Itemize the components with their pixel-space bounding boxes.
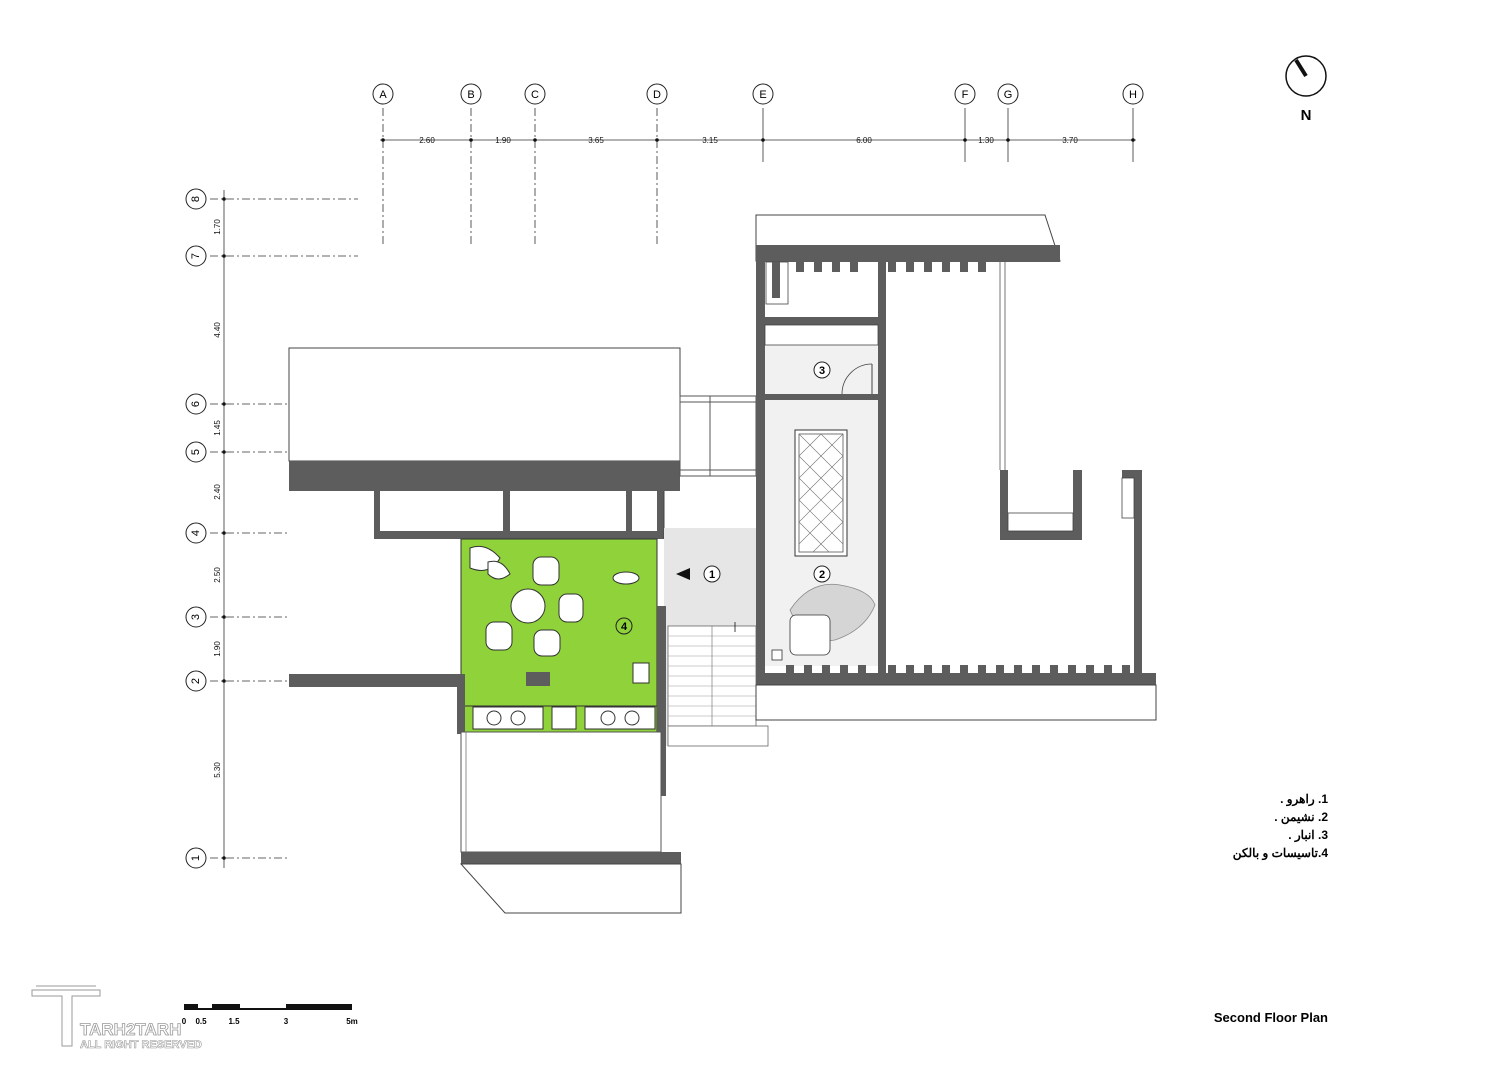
entry-arrow-icon	[676, 568, 690, 580]
room-number-4: 4	[621, 621, 628, 633]
sofa	[789, 614, 831, 656]
ac-unit-left	[472, 706, 544, 730]
watermark-line-1: TARH2TARH	[80, 1020, 181, 1039]
plan-title: Second Floor Plan	[1214, 1010, 1328, 1025]
column-label-c: C	[531, 89, 539, 101]
col-dim-3: 3.65	[588, 136, 604, 145]
storage-room	[764, 261, 879, 400]
row-label-3: 3	[190, 614, 202, 620]
lower-terrace	[459, 731, 682, 914]
row-dim-4: 2.40	[213, 484, 222, 500]
row-dim-2: 4.40	[213, 322, 222, 338]
scale-label-15: 1.5	[228, 1017, 240, 1026]
legend-item-4: 4.تاسیسات و بالکن	[1233, 846, 1329, 861]
row-bubbles: 8 7 6 5 4 3 2 1	[185, 188, 207, 869]
row-dim-6: 1.90	[213, 641, 222, 657]
armchair	[485, 621, 513, 651]
north-arrow: N	[1285, 55, 1327, 124]
col-dim-6: 1.30	[978, 136, 994, 145]
column-label-e: E	[759, 89, 766, 101]
scale-label-5m: 5m	[346, 1017, 358, 1026]
col-dim-1: 2.60	[419, 136, 435, 145]
armchair	[532, 556, 560, 586]
watermark-line-2: ALL RIGHT RESERVED	[80, 1039, 202, 1051]
column-dimensions: 2.60 1.90 3.65 3.15 6.00 1.30 3.70	[419, 136, 1078, 145]
row-label-4: 4	[190, 530, 202, 536]
row-label-5: 5	[190, 449, 202, 455]
armchair	[533, 629, 561, 657]
row-dimensions: 1.70 4.40 1.45 2.40 2.50 1.90 5.30	[213, 219, 222, 778]
row-label-7: 7	[190, 253, 202, 259]
col-dim-2: 1.90	[495, 136, 511, 145]
column-label-d: D	[653, 89, 661, 101]
heater-icon	[632, 662, 650, 684]
armchair	[558, 593, 584, 623]
column-grid	[380, 108, 1136, 245]
plant-icon	[487, 560, 511, 580]
column-bubbles: A B C D E F G H	[372, 83, 1144, 105]
row-grid	[210, 190, 358, 868]
balcony-walls	[289, 606, 666, 796]
bench	[526, 672, 550, 686]
plant-pot	[612, 571, 640, 585]
room-markers: 1 2 3 4	[615, 361, 831, 635]
column-label-g: G	[1004, 89, 1013, 101]
rug	[794, 429, 848, 557]
living-room	[765, 400, 878, 666]
balcony-furniture	[469, 545, 656, 730]
scale-label-0: 0	[182, 1017, 187, 1026]
room-number-3: 3	[819, 365, 825, 377]
room-number-1: 1	[709, 569, 715, 581]
scale-label-3: 3	[284, 1017, 289, 1026]
col-dim-4: 3.15	[702, 136, 718, 145]
legend-item-2: 2. نشیمن .	[1274, 810, 1328, 825]
heater-icon	[551, 706, 577, 730]
row-dim-7: 5.30	[213, 762, 222, 778]
column-teeth	[786, 262, 1130, 675]
column-label-h: H	[1129, 89, 1137, 101]
row-dim-5: 2.50	[213, 567, 222, 583]
column-label-f: F	[962, 89, 969, 101]
scale-bar: 0 0.5 1.5 3 5m	[182, 1004, 358, 1026]
col-dim-7: 3.70	[1062, 136, 1078, 145]
legend-item-1: 1. راهرو .	[1280, 792, 1328, 807]
corridor-area	[664, 528, 769, 747]
row-dim-1: 1.70	[213, 219, 222, 235]
col-dim-5: 6.00	[856, 136, 872, 145]
left-roof-block	[288, 347, 681, 539]
column-ticks	[381, 138, 1135, 142]
row-ticks	[222, 197, 226, 860]
legend: 1. راهرو . 2. نشیمن . 3. انبار . 4.تاسیس…	[1233, 792, 1329, 861]
scale-label-05: 0.5	[195, 1017, 207, 1026]
round-table	[510, 588, 546, 624]
watermark-logo: TARH2TARH ALL RIGHT RESERVED	[31, 985, 202, 1051]
bridge	[679, 395, 757, 477]
row-label-8: 8	[190, 196, 202, 202]
row-label-1: 1	[190, 855, 202, 861]
ac-unit-right	[584, 706, 656, 730]
north-label: N	[1301, 107, 1312, 124]
room-number-2: 2	[819, 569, 825, 581]
legend-item-3: 3. انبار .	[1288, 828, 1328, 843]
row-dim-3: 1.45	[213, 420, 222, 436]
column-label-a: A	[379, 89, 387, 101]
row-label-6: 6	[190, 401, 202, 407]
row-label-2: 2	[190, 678, 202, 684]
column-label-b: B	[467, 89, 474, 101]
